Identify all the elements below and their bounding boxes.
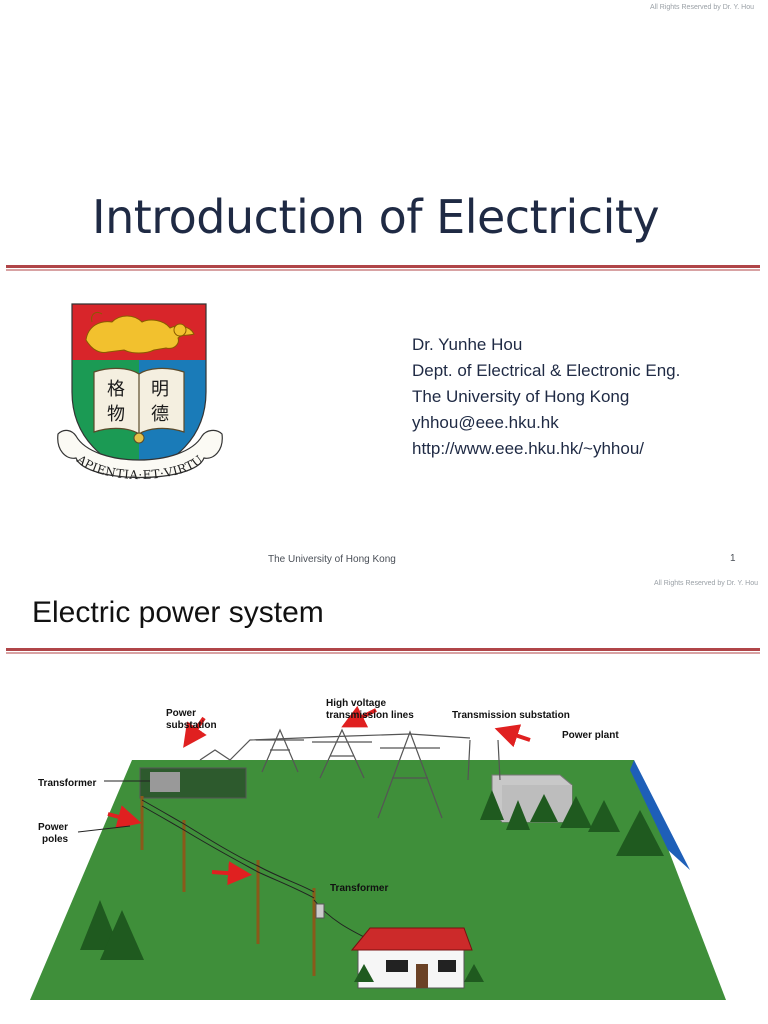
power-plant-building <box>491 774 573 823</box>
title-divider <box>6 265 760 271</box>
house <box>350 927 473 989</box>
transformer-box <box>150 772 180 792</box>
label-high-voltage-1: High voltage <box>326 698 386 709</box>
crest-char-4: 德 <box>151 404 169 425</box>
label-power-substation-2: substation <box>166 720 217 731</box>
author-name: Dr. Yunhe Hou <box>412 335 523 354</box>
page-number: 1 <box>730 553 736 564</box>
leader-line-poles <box>77 825 131 833</box>
pole-transformer <box>315 903 325 919</box>
label-power-poles-2: poles <box>42 834 69 845</box>
label-power-poles-1: Power <box>38 822 68 833</box>
label-power-plant: Power plant <box>562 730 619 741</box>
transmission-towers <box>199 728 501 819</box>
crest-char-2: 明 <box>151 379 169 400</box>
title-divider <box>6 648 760 654</box>
callout-arrows <box>107 705 531 886</box>
label-transmission-substation: Transmission substation <box>452 710 570 721</box>
university-crest-logo: 格 明 物 德 SAPIENTIA·ET·VIRTUS <box>54 300 223 482</box>
crest-char-1: 格 <box>107 379 125 400</box>
slide-title: Introduction of Electricity <box>92 190 660 244</box>
label-transformer-2: Transformer <box>330 883 388 894</box>
label-transformer-1: Transformer <box>38 778 96 789</box>
power-poles <box>140 796 316 976</box>
label-power-substation-1: Power <box>166 708 196 719</box>
copyright-notice: All Rights Reserved by Dr. Y. Hou <box>649 4 754 11</box>
author-website[interactable]: http://www.eee.hku.hk/~yhhou/ <box>412 439 645 458</box>
author-info: Dr. Yunhe Hou Dept. of Electrical & Elec… <box>412 332 680 462</box>
copyright-notice: All Rights Reserved by Dr. Y. Hou <box>653 580 758 587</box>
power-system-illustration: Power substation High voltage transmissi… <box>30 698 726 1000</box>
author-department: Dept. of Electrical & Electronic Eng. <box>412 361 681 380</box>
author-email[interactable]: yhhou@eee.hku.hk <box>412 413 559 432</box>
label-high-voltage-2: transmission lines <box>326 710 414 721</box>
author-university: The University of Hong Kong <box>412 387 630 406</box>
trees <box>80 790 664 982</box>
crest-char-3: 物 <box>107 404 125 425</box>
slide-footer: The University of Hong Kong <box>268 554 396 565</box>
slide-title: Electric power system <box>32 596 324 629</box>
river <box>630 760 690 870</box>
